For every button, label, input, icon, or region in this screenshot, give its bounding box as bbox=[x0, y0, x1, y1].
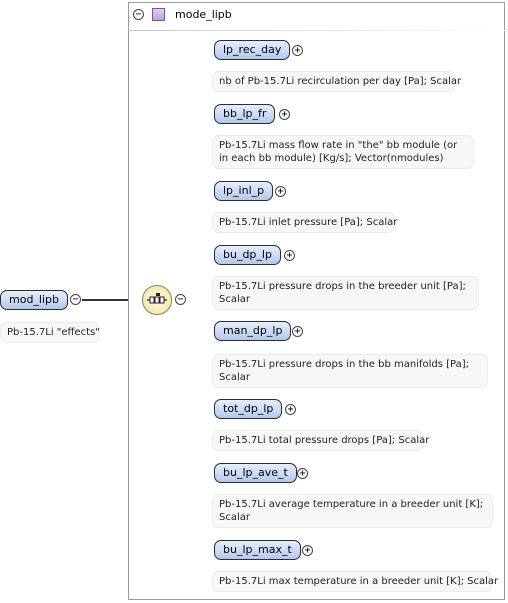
annotation-bu-lp-max-t: Pb-15.7Li max temperature in a breeder u… bbox=[212, 571, 498, 592]
annotation-tot-dp-lp: Pb-15.7Li total pressure drops [Pa]; Sca… bbox=[212, 430, 429, 451]
complex-type-name: mode_lipb bbox=[175, 8, 232, 21]
element-lp-rec-day[interactable]: lp_rec_day bbox=[214, 40, 291, 60]
expand-bb-lp-fr-toggle[interactable]: + bbox=[279, 109, 290, 120]
element-man-dp-lp[interactable]: man_dp_lp bbox=[214, 321, 292, 341]
element-tot-dp-lp[interactable]: tot_dp_lp bbox=[214, 399, 283, 419]
complex-type-icon bbox=[152, 8, 165, 21]
expand-tot-dp-lp-toggle[interactable]: + bbox=[285, 404, 296, 415]
annotation-bu-lp-ave-t: Pb-15.7Li average temperature in a breed… bbox=[212, 494, 493, 528]
sequence-icon bbox=[147, 293, 167, 304]
annotation-lp-rec-day: nb of Pb-15.7Li recirculation per day [P… bbox=[212, 71, 461, 92]
element-bu-dp-lp[interactable]: bu_dp_lp bbox=[214, 245, 281, 265]
root-element-annotation: Pb-15.7Li "effects" bbox=[0, 322, 100, 343]
expand-bu-dp-lp-toggle[interactable]: + bbox=[284, 250, 295, 261]
element-lp-inl-p[interactable]: lp_inl_p bbox=[214, 181, 274, 201]
expand-lp-rec-day-toggle[interactable]: + bbox=[292, 45, 303, 56]
element-bu-lp-max-t[interactable]: bu_lp_max_t bbox=[214, 540, 301, 560]
expand-lp-inl-p-toggle[interactable]: + bbox=[275, 186, 286, 197]
element-bb-lp-fr[interactable]: bb_lp_fr bbox=[214, 104, 276, 124]
sequence-compositor[interactable] bbox=[142, 285, 172, 315]
sequence-collapse-toggle[interactable]: − bbox=[175, 294, 186, 305]
annotation-man-dp-lp: Pb-15.7Li pressure drops in the bb manif… bbox=[212, 354, 488, 388]
root-collapse-toggle[interactable]: − bbox=[70, 294, 81, 305]
expand-bu-lp-max-t-toggle[interactable]: + bbox=[302, 545, 313, 556]
root-element-mod-lipb[interactable]: mod_lipb bbox=[0, 290, 68, 310]
type-header-divider bbox=[128, 30, 505, 31]
annotation-bu-dp-lp: Pb-15.7Li pressure drops in the breeder … bbox=[212, 276, 479, 310]
annotation-lp-inl-p: Pb-15.7Li inlet pressure [Pa]; Scalar bbox=[212, 212, 397, 233]
type-collapse-toggle[interactable]: − bbox=[133, 9, 144, 20]
annotation-bb-lp-fr: Pb-15.7Li mass flow rate in "the" bb mod… bbox=[212, 135, 474, 169]
element-bu-lp-ave-t[interactable]: bu_lp_ave_t bbox=[214, 463, 297, 483]
expand-bu-lp-ave-t-toggle[interactable]: + bbox=[297, 468, 308, 479]
expand-man-dp-lp-toggle[interactable]: + bbox=[292, 326, 303, 337]
